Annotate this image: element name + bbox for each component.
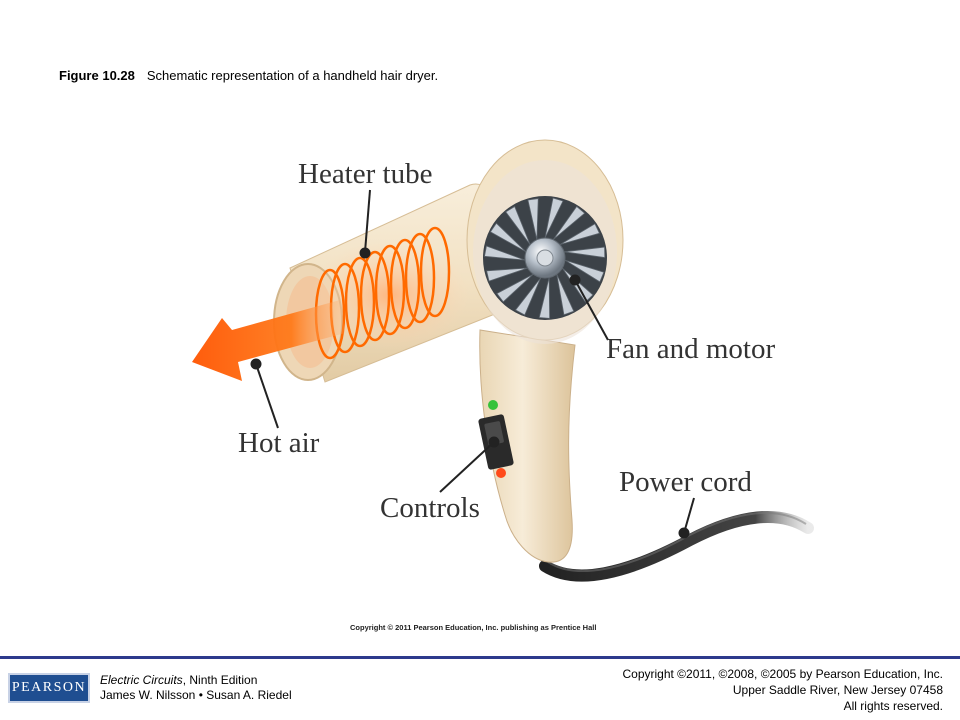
label-power-cord: Power cord (619, 466, 752, 498)
logo-text: PEARSON (11, 680, 87, 695)
figure-number: Figure 10.28 (59, 68, 135, 83)
power-cord (539, 510, 814, 582)
copyright-line-2: Upper Saddle River, New Jersey 07458 (732, 683, 943, 697)
copyright-line-3: All rights reserved. (843, 699, 943, 713)
caption-text: Schematic representation of a handheld h… (146, 68, 439, 83)
footer-divider (0, 656, 960, 659)
heater-coil (314, 226, 451, 360)
green-indicator-light (488, 400, 498, 410)
book-authors: James W. Nilsson • Susan A. Riedel (100, 688, 292, 702)
pearson-logo: PEARSON (8, 673, 90, 703)
hair-dryer-diagram: Heater tube Fan and motor Hot air Contro… (192, 139, 814, 582)
image-copyright: Copyright © 2011 Pearson Education, Inc.… (350, 623, 597, 632)
label-heater-tube: Heater tube (298, 158, 432, 190)
label-fan-and-motor: Fan and motor (606, 333, 775, 365)
figure-caption: Figure 10.28 Schematic representation of … (59, 68, 438, 83)
red-indicator-light (496, 468, 506, 478)
label-controls: Controls (380, 492, 480, 524)
label-hot-air: Hot air (238, 427, 320, 459)
book-title: Electric Circuits (100, 673, 183, 687)
book-edition: , Ninth Edition (182, 673, 258, 687)
copyright-line-1: Copyright ©2011, ©2008, ©2005 by Pearson… (622, 667, 943, 681)
book-info: Electric Circuits, Ninth Edition James W… (100, 673, 292, 703)
hot-air-arrow (192, 300, 345, 381)
footer-copyright: Copyright ©2011, ©2008, ©2005 by Pearson… (622, 666, 943, 714)
fan-blades (483, 196, 607, 320)
